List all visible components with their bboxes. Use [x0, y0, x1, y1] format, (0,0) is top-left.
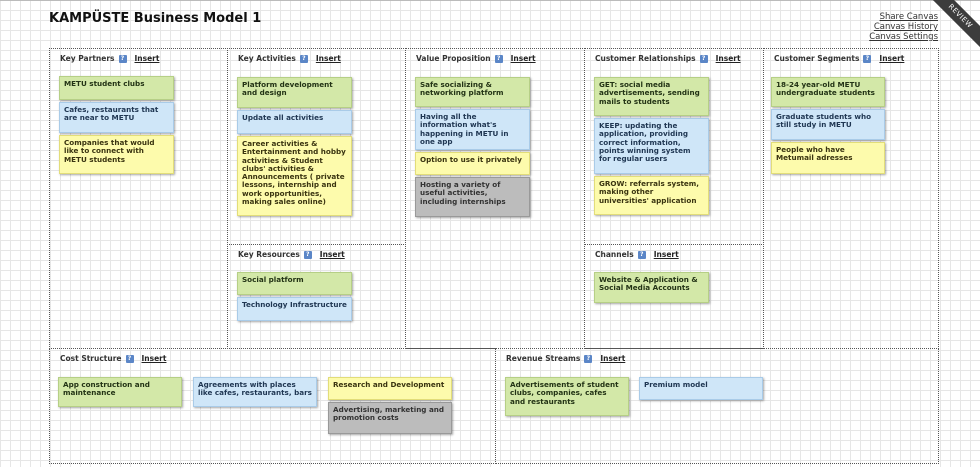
sticky-note[interactable]: Research and Development [328, 377, 452, 400]
canvas-history-link[interactable]: Canvas History [873, 22, 938, 32]
sticky-note[interactable]: KEEP: updating the application, providin… [594, 118, 709, 174]
section-title: Key Partners [60, 54, 115, 63]
section-title: Customer Relationships [595, 54, 696, 63]
section-header: Revenue Streams ? Insert [506, 354, 625, 363]
help-icon[interactable]: ? [118, 54, 127, 63]
sticky-note[interactable]: People who have Metumail adresses [771, 142, 885, 174]
help-icon[interactable]: ? [125, 354, 134, 363]
help-icon[interactable]: ? [584, 354, 593, 363]
section-title: Value Proposition [416, 54, 491, 63]
section-title: Cost Structure [60, 354, 122, 363]
sticky-note[interactable]: App construction and maintenance [58, 377, 182, 407]
sticky-note[interactable]: GROW: referrals system, making other uni… [594, 176, 709, 215]
sticky-note[interactable]: Advertisements of student clubs, compani… [505, 377, 629, 416]
insert-link[interactable]: Insert [653, 250, 679, 259]
section-header: Value Proposition ? Insert [416, 54, 536, 63]
section-customer-segments: Customer Segments ? Insert 18-24 year-ol… [763, 48, 939, 349]
sticky-note[interactable]: 18-24 year-old METU undergraduate studen… [771, 77, 885, 107]
sticky-note[interactable]: Safe socializing & networking platform [415, 77, 530, 107]
help-icon[interactable]: ? [303, 250, 312, 259]
section-header: Cost Structure ? Insert [60, 354, 166, 363]
help-icon[interactable]: ? [863, 54, 872, 63]
section-header: Customer Segments ? Insert [774, 54, 904, 63]
sticky-note[interactable]: Hosting a variety of useful activities, … [415, 177, 530, 217]
sticky-note[interactable]: Technology Infrastructure [237, 297, 352, 321]
sticky-note[interactable]: Platform development and design [237, 77, 352, 108]
sticky-note[interactable]: Companies that would like to connect wit… [59, 135, 174, 174]
section-key-resources: Key Resources ? Insert Social platform T… [227, 244, 406, 349]
insert-link[interactable]: Insert [715, 54, 741, 63]
section-title: Key Activities [238, 54, 296, 63]
canvas-settings-link[interactable]: Canvas Settings [869, 32, 938, 42]
insert-link[interactable]: Insert [600, 354, 626, 363]
sticky-note[interactable]: Career activities & Entertainment and ho… [237, 136, 352, 216]
sticky-note[interactable]: Social platform [237, 272, 352, 295]
help-icon[interactable]: ? [494, 54, 503, 63]
section-title: Revenue Streams [506, 354, 581, 363]
sticky-note[interactable]: Advertising, marketing and promotion cos… [328, 402, 452, 434]
section-key-activities: Key Activities ? Insert Platform develop… [227, 48, 406, 245]
insert-link[interactable]: Insert [319, 250, 345, 259]
section-value-proposition: Value Proposition ? Insert Safe socializ… [405, 48, 585, 349]
sticky-note[interactable]: Premium model [639, 377, 763, 400]
section-key-partners: Key Partners ? Insert METU student clubs… [49, 48, 228, 349]
sticky-note[interactable]: Option to use it privately [415, 152, 530, 175]
insert-link[interactable]: Insert [879, 54, 905, 63]
insert-link[interactable]: Insert [141, 354, 167, 363]
sticky-note[interactable]: Update all activities [237, 110, 352, 134]
page-title: KAMPÜSTE Business Model 1 [49, 11, 262, 26]
section-header: Key Activities ? Insert [238, 54, 341, 63]
sticky-note[interactable]: METU student clubs [59, 76, 174, 100]
sticky-note[interactable]: Graduate students who still study in MET… [771, 109, 885, 140]
section-revenue-streams: Revenue Streams ? Insert Advertisements … [495, 348, 939, 464]
section-header: Customer Relationships ? Insert [595, 54, 741, 63]
sticky-note[interactable]: Website & Application & Social Media Acc… [594, 272, 709, 303]
section-title: Channels [595, 250, 634, 259]
section-title: Customer Segments [774, 54, 860, 63]
section-header: Channels ? Insert [595, 250, 679, 259]
sticky-note[interactable]: GET: social media advertisements, sendin… [594, 77, 709, 116]
help-icon[interactable]: ? [299, 54, 308, 63]
section-cost-structure: Cost Structure ? Insert App construction… [49, 348, 496, 464]
sticky-note[interactable]: Cafes, restaurants that are near to METU [59, 102, 174, 133]
canvas-links: Share Canvas Canvas History Canvas Setti… [869, 12, 938, 42]
help-icon[interactable]: ? [637, 250, 646, 259]
sticky-note[interactable]: Agreements with places like cafes, resta… [193, 377, 317, 407]
sticky-note[interactable]: Having all the information what's happen… [415, 109, 530, 150]
section-header: Key Resources ? Insert [238, 250, 345, 259]
insert-link[interactable]: Insert [510, 54, 536, 63]
section-title: Key Resources [238, 250, 300, 259]
top-border [0, 0, 980, 1]
share-canvas-link[interactable]: Share Canvas [879, 12, 938, 22]
section-header: Key Partners ? Insert [60, 54, 159, 63]
insert-link[interactable]: Insert [134, 54, 160, 63]
help-icon[interactable]: ? [699, 54, 708, 63]
section-channels: Channels ? Insert Website & Application … [584, 244, 764, 349]
insert-link[interactable]: Insert [315, 54, 341, 63]
section-customer-relationships: Customer Relationships ? Insert GET: soc… [584, 48, 764, 245]
